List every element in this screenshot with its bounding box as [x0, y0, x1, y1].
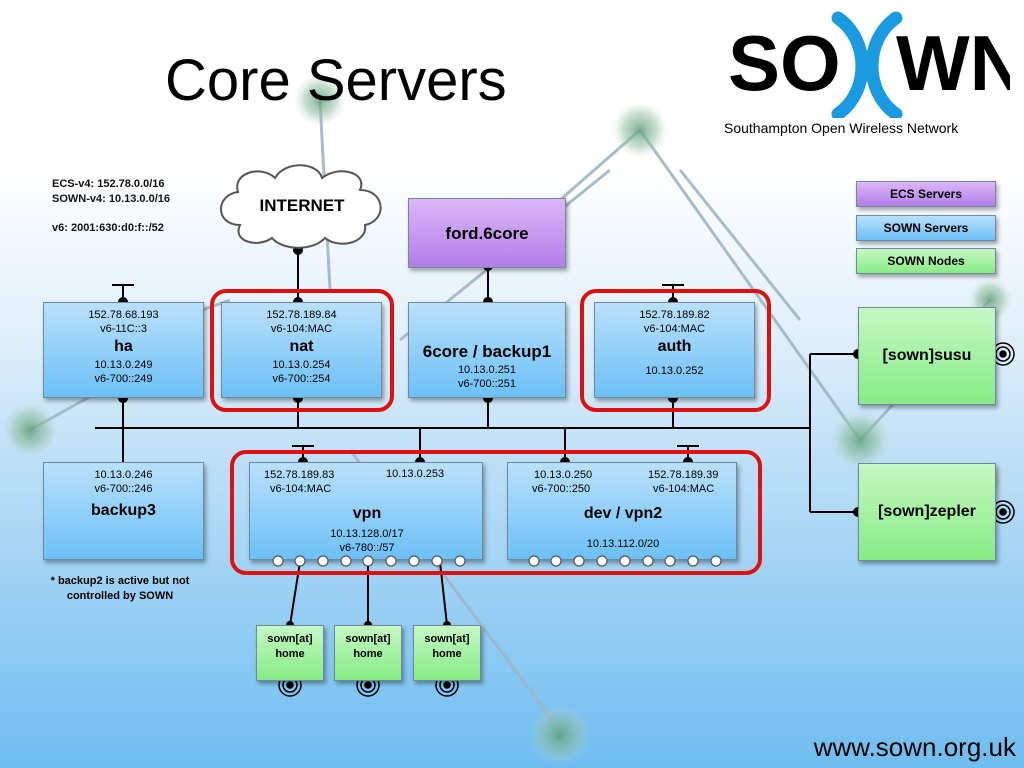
internet-cloud [220, 164, 382, 249]
server-backup3-name: backup3 [91, 502, 156, 519]
home-node-label: home [353, 648, 383, 660]
legend-sown-nodes: SOWN Nodes [856, 248, 996, 274]
server-backup1-internal-ipv4: 10.13.0.251 [457, 364, 517, 376]
legend-sown-servers: SOWN Servers [856, 215, 996, 241]
home-node-label: home [275, 648, 305, 660]
server-vpn-internal-ipv4: 10.13.0.253 [386, 468, 445, 480]
home-node-label: home [432, 648, 462, 660]
legend-ecs-servers: ECS Servers [856, 181, 996, 207]
server-vpn-subnet-v4: 10.13.128.0/17 [330, 528, 404, 540]
server-dev-vpn2: 10.13.0.250 v6-700::250 152.78.189.39 v6… [507, 462, 737, 560]
server-nat-internal-ipv4: 10.13.0.254 [272, 359, 331, 371]
terminators [112, 284, 699, 447]
server-ha-ipv4: 152.78.68.193 [88, 309, 159, 321]
logo-subtitle: Southampton Open Wireless Network [724, 120, 959, 136]
server-vpn: 152.78.189.83 v6-104:MAC 10.13.0.253 vpn… [249, 462, 483, 560]
server-nat-name: nat [289, 338, 314, 355]
server-dev-ipv4: 152.78.189.39 [648, 469, 719, 481]
server-dev-ipv6: v6-104:MAC [653, 483, 715, 495]
footnote: * backup2 is active but not controlled b… [30, 574, 210, 604]
server-ha-ipv6: v6-11C::3 [100, 323, 147, 335]
server-backup1-internal-ipv6: v6-700::251 [457, 378, 517, 390]
server-dev-name: dev / vpn2 [583, 505, 663, 522]
server-ha-internal-ipv4: 10.13.0.249 [94, 359, 153, 371]
server-nat-ipv4: 152.78.189.84 [266, 309, 337, 321]
server-auth: 152.78.189.82 v6-104:MAC auth 10.13.0.25… [594, 302, 755, 398]
server-vpn-ipv6: v6-104:MAC [270, 483, 332, 495]
footnote-line: * backup2 is active but not [50, 575, 190, 587]
node-susu: [sown]susu [858, 307, 996, 405]
footnote-line: controlled by SOWN [66, 590, 174, 602]
server-ford-name: ford.6core [445, 224, 529, 243]
logo-text-right: WN [896, 19, 1010, 107]
server-nat: 152.78.189.84 v6-104:MAC nat 10.13.0.254… [221, 302, 382, 398]
server-nat-internal-ipv6: v6-700::254 [272, 373, 331, 385]
website-link[interactable]: www.sown.org.uk [813, 732, 1016, 762]
server-auth-ipv6: v6-104:MAC [643, 323, 706, 335]
home-node-label: sown[at] [345, 633, 391, 645]
network-info: ECS-v4: 152.78.0.0/16 SOWN-v4: 10.13.0.0… [52, 177, 170, 236]
server-vpn-name: vpn [352, 505, 382, 522]
sown-v4-range: SOWN-v4: 10.13.0.0/16 [52, 193, 171, 205]
server-backup3: 10.13.0.246 v6-700::246 backup3 [43, 462, 204, 560]
ecs-v4-range: ECS-v4: 152.78.0.0/16 [52, 178, 165, 190]
server-auth-ipv4: 152.78.189.82 [639, 309, 710, 321]
home-node-1: sown[at] home [256, 625, 324, 681]
server-vpn-subnet-v6: v6-780::/57 [339, 542, 395, 554]
v6-range: v6: 2001:630:d0:f::/52 [52, 222, 164, 234]
logo-text-left: SO [728, 19, 841, 107]
home-node-3: sown[at] home [413, 625, 481, 681]
server-backup3-internal-ipv4: 10.13.0.246 [94, 469, 153, 481]
highlight-frames [210, 289, 771, 575]
sown-logo: SO WN [728, 11, 1010, 118]
server-backup1: 6core / backup1 10.13.0.251 v6-700::251 [408, 302, 566, 398]
server-backup1-name: 6core / backup1 [422, 342, 552, 361]
node-zepler-name: [sown]zepler [878, 503, 976, 520]
home-node-label: sown[at] [267, 633, 313, 645]
server-auth-name: auth [657, 338, 692, 355]
server-nat-ipv6: v6-104:MAC [270, 323, 333, 335]
server-ha: 152.78.68.193 v6-11C::3 ha 10.13.0.249 v… [43, 302, 204, 398]
home-node-label: sown[at] [424, 633, 470, 645]
server-dev-subnet-v4: 10.13.112.0/20 [586, 538, 660, 550]
server-backup3-internal-ipv6: v6-700::246 [94, 483, 153, 495]
home-node-2: sown[at] home [334, 625, 402, 681]
internet-label: INTERNET [259, 196, 345, 215]
background-node-dots [2, 74, 1012, 765]
node-susu-name: [sown]susu [882, 347, 972, 364]
server-dev-internal-ipv6: v6-700::250 [532, 483, 591, 495]
server-ford: ford.6core [408, 198, 566, 268]
node-zepler: [sown]zepler [858, 463, 996, 561]
server-dev-internal-ipv4: 10.13.0.250 [534, 469, 593, 481]
server-auth-internal-ipv4: 10.13.0.252 [645, 365, 704, 377]
server-ha-internal-ipv6: v6-700::249 [94, 373, 153, 385]
server-vpn-ipv4: 152.78.189.83 [264, 469, 335, 481]
server-ha-name: ha [114, 338, 133, 355]
page-title: Core Servers [165, 48, 507, 113]
antenna-symbols [278, 342, 1015, 697]
